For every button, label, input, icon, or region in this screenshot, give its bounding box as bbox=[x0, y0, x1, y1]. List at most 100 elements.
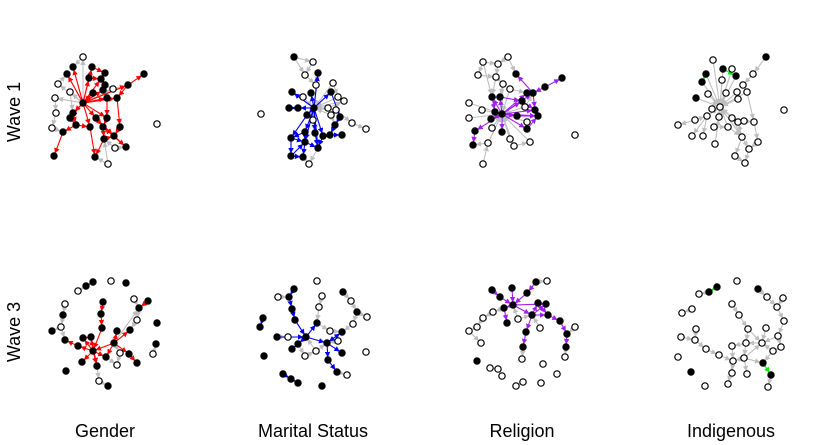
filled-node bbox=[66, 114, 74, 122]
tie-edge bbox=[315, 85, 332, 106]
homophilous-tie-edge bbox=[141, 300, 148, 307]
filled-node bbox=[311, 129, 319, 137]
filled-node bbox=[473, 357, 481, 365]
homophilous-tie-edge bbox=[308, 107, 315, 114]
filled-node bbox=[302, 333, 310, 341]
filled-node bbox=[50, 152, 58, 160]
filled-node bbox=[534, 112, 542, 120]
tie-edge bbox=[74, 58, 82, 66]
open-node bbox=[484, 139, 492, 147]
open-node bbox=[780, 317, 788, 325]
tie-edge bbox=[338, 370, 345, 376]
filled-node bbox=[562, 343, 570, 351]
tie-edge bbox=[318, 344, 325, 351]
tie-edge bbox=[533, 317, 539, 326]
homophilous-tie-edge bbox=[502, 298, 511, 304]
open-node bbox=[327, 111, 335, 119]
homophilous-tie-edge bbox=[95, 351, 104, 357]
homophilous-tie-edge bbox=[502, 311, 509, 321]
open-node bbox=[729, 357, 737, 365]
homophilous-tie-edge bbox=[471, 134, 477, 143]
homophilous-tie-edge bbox=[130, 75, 142, 84]
open-node bbox=[312, 347, 320, 355]
homophilous-tie-edge bbox=[550, 314, 558, 321]
filled-node bbox=[487, 115, 495, 123]
homophilous-tie-edge bbox=[521, 335, 528, 345]
filled-node bbox=[122, 143, 130, 151]
tie-edge bbox=[490, 80, 497, 95]
homophilous-tie-edge bbox=[493, 99, 501, 112]
tie-edge bbox=[316, 108, 329, 115]
open-node bbox=[763, 293, 771, 301]
filled-node bbox=[719, 65, 727, 73]
tie-edge bbox=[501, 91, 510, 112]
filled-node bbox=[496, 293, 504, 301]
filled-node bbox=[471, 127, 479, 135]
filled-node bbox=[333, 368, 341, 376]
homophilous-tie-edge bbox=[287, 299, 293, 307]
open-node bbox=[702, 345, 710, 353]
filled-node bbox=[259, 314, 267, 322]
filled-node bbox=[79, 334, 87, 342]
open-node bbox=[324, 104, 332, 112]
homophilous-tie-edge bbox=[84, 340, 92, 349]
homophilous-tie-edge bbox=[329, 333, 340, 342]
filled-node bbox=[523, 89, 531, 97]
open-node bbox=[133, 316, 141, 324]
open-node bbox=[728, 342, 736, 350]
open-node bbox=[688, 305, 696, 313]
filled-node bbox=[72, 121, 80, 129]
tie-edge bbox=[115, 310, 138, 341]
open-node bbox=[769, 347, 777, 355]
open-node bbox=[750, 118, 758, 126]
homophilous-tie-edge bbox=[515, 306, 530, 314]
open-node bbox=[773, 303, 781, 311]
tie-edge bbox=[754, 59, 765, 72]
open-node bbox=[553, 370, 561, 378]
filled-node bbox=[532, 278, 540, 286]
filled-node bbox=[534, 299, 542, 307]
homophilous-tie-edge bbox=[79, 123, 88, 129]
open-node bbox=[777, 343, 785, 351]
open-node bbox=[95, 377, 103, 385]
filled-node bbox=[314, 144, 322, 152]
tie-edge bbox=[516, 141, 528, 147]
filled-node bbox=[116, 123, 124, 131]
open-node bbox=[744, 325, 752, 333]
open-node bbox=[718, 76, 726, 84]
tie-edge bbox=[740, 317, 747, 327]
open-node bbox=[728, 114, 736, 122]
gray-edges bbox=[471, 57, 532, 162]
open-node bbox=[571, 323, 579, 331]
open-node bbox=[715, 351, 723, 359]
homophilous-tie-edge bbox=[98, 317, 105, 326]
homophilous-tie-edge bbox=[67, 340, 76, 346]
open-node bbox=[699, 132, 707, 140]
homophilous-tie-edge bbox=[318, 138, 324, 146]
tie-edge bbox=[61, 306, 68, 313]
tie-edge bbox=[744, 332, 750, 341]
filled-node bbox=[122, 279, 130, 287]
tie-edge bbox=[729, 349, 736, 359]
panel-wave1-indigenous bbox=[674, 53, 788, 167]
filled-node bbox=[702, 70, 710, 78]
open-node bbox=[465, 327, 473, 335]
open-node bbox=[762, 324, 770, 332]
filled-node bbox=[59, 311, 67, 319]
tie-edge bbox=[350, 303, 356, 310]
open-node bbox=[688, 132, 696, 140]
tie-edge bbox=[52, 101, 59, 111]
open-node bbox=[309, 116, 317, 124]
filled-node bbox=[509, 301, 517, 309]
filled-node bbox=[301, 128, 309, 136]
filled-node bbox=[59, 128, 67, 136]
homophilous-tie-edge bbox=[503, 96, 520, 103]
tie-edge bbox=[470, 332, 480, 342]
filled-node bbox=[336, 113, 344, 121]
tie-edge bbox=[684, 307, 691, 313]
filled-node bbox=[518, 97, 526, 105]
open-node bbox=[51, 94, 59, 102]
open-node bbox=[691, 116, 699, 124]
tie-edge bbox=[57, 96, 80, 103]
filled-node bbox=[531, 106, 539, 114]
